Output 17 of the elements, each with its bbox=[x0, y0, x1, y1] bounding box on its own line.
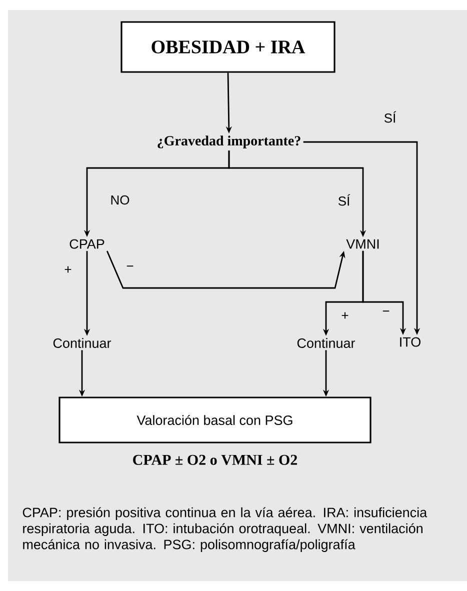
step-text: Continuar bbox=[53, 338, 112, 348]
note-text: CPAP ± O2 o VMNI ± O2 bbox=[133, 454, 298, 465]
title-box: OBESIDAD + IRA bbox=[120, 21, 336, 73]
edge-label: + bbox=[342, 312, 348, 319]
edge-label: − bbox=[126, 266, 134, 267]
step-text: CPAP bbox=[70, 239, 104, 249]
step-text: VMNI bbox=[346, 239, 379, 249]
edge-label: + bbox=[64, 266, 72, 273]
process-box: Valoración basal con PSG bbox=[58, 396, 372, 444]
edge-label: − bbox=[382, 310, 390, 312]
edge-label: SÍ bbox=[338, 194, 350, 206]
step-text: ITO bbox=[400, 337, 420, 347]
caption-text: CPAP: presión positiva continua en la vía aérea. IRA: insuficiencia respiratoria aguda. ITO: intubación orotraqueal. VMNI: ventilación mecánica no invasiva. PSG: polisomnografía/poligrafía bbox=[22, 507, 428, 552]
edge-label: SÍ bbox=[384, 111, 396, 123]
question-text: ¿Gravedad importante? bbox=[158, 136, 300, 148]
step-text: Continuar bbox=[297, 338, 356, 348]
edge-label: NO bbox=[111, 195, 130, 205]
